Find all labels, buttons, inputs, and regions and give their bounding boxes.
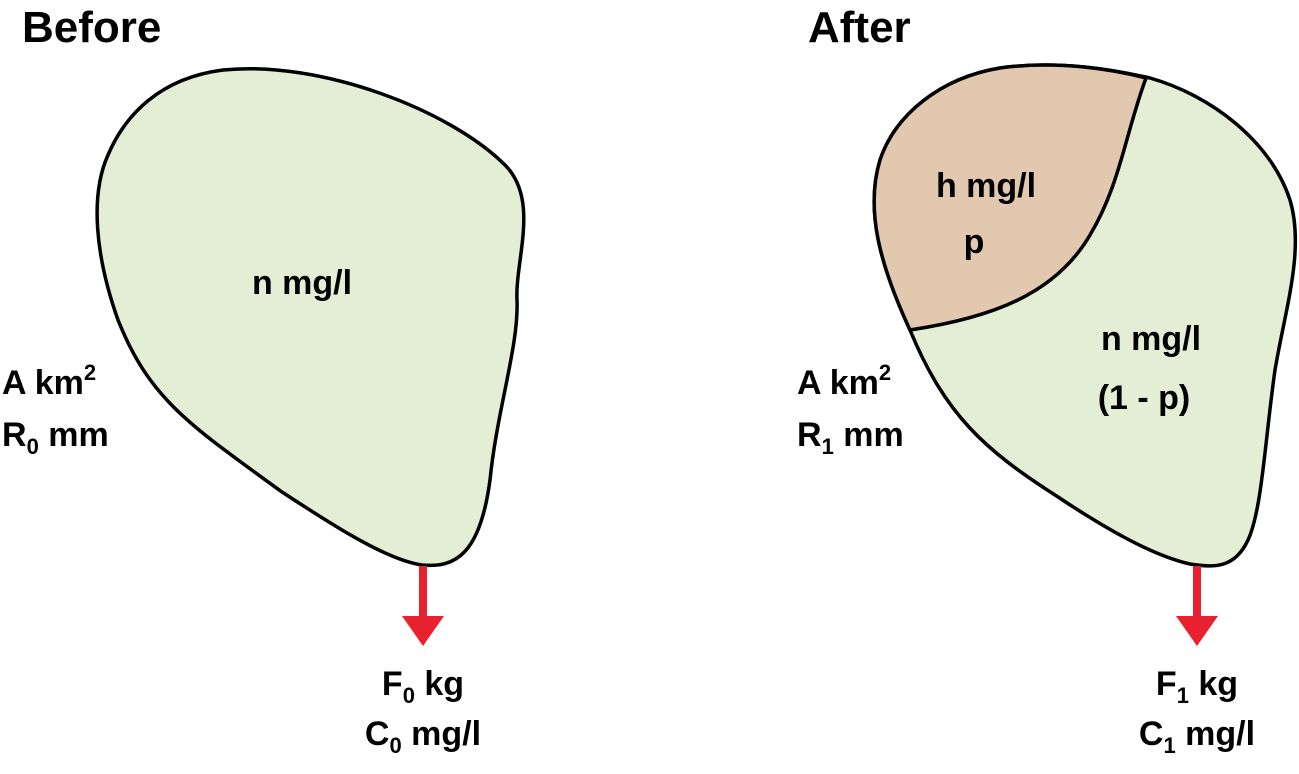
after-subarea-shape — [872, 63, 1149, 332]
before-catchment-shape — [95, 67, 526, 568]
after-subarea-fraction-label: p — [964, 223, 985, 261]
after-area-label: A km2 — [797, 360, 891, 402]
before-area-label: A km2 — [2, 360, 96, 402]
after-load-label: F1 kg — [1156, 665, 1238, 708]
after-title: After — [808, 3, 911, 52]
before-runoff-label: R0 mm — [2, 416, 109, 459]
before-load-label: F0 kg — [382, 665, 464, 708]
after-subarea-concentration-label: h mg/l — [936, 167, 1036, 205]
after-outflow-arrow — [1176, 566, 1218, 646]
before-concentration-label: n mg/l — [252, 264, 352, 302]
before-outflow-arrow — [402, 566, 444, 646]
before-title: Before — [22, 3, 161, 52]
after-runoff-label: R1 mm — [797, 416, 904, 459]
after-outflow-concentration-label: C1 mg/l — [1139, 715, 1255, 758]
before-outflow-concentration-label: C0 mg/l — [365, 715, 481, 758]
after-remainder-concentration-label: n mg/l — [1101, 320, 1201, 358]
after-remainder-fraction-label: (1 - p) — [1098, 379, 1191, 417]
